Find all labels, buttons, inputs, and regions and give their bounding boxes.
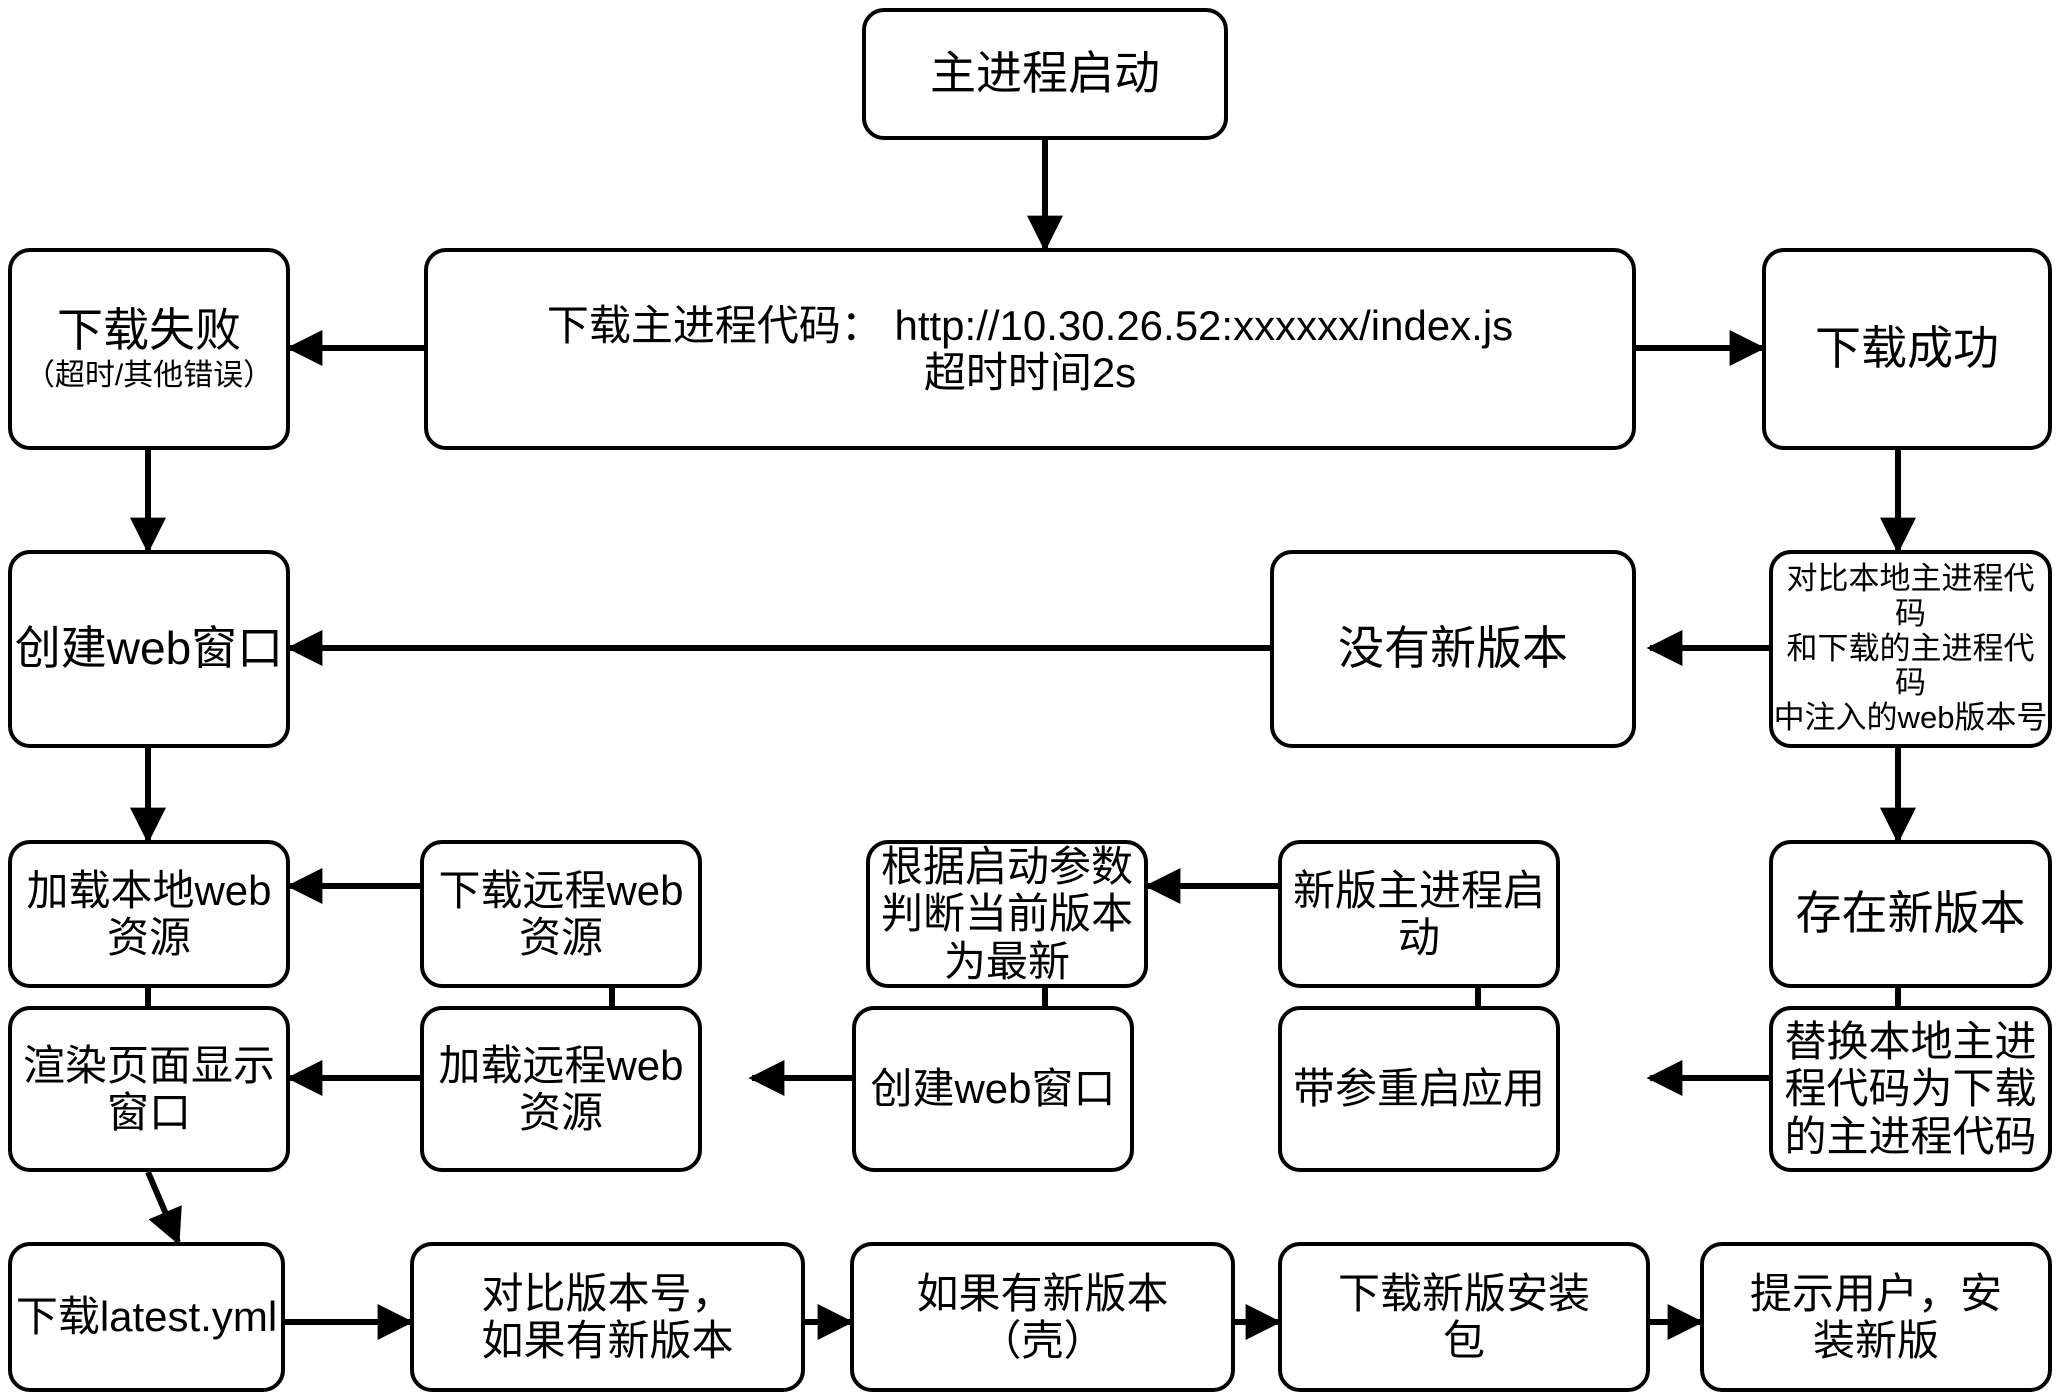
node-label: 下载远程web 资源	[438, 866, 684, 961]
node-label: 替换本地主进 程代码为下载 的主进程代码	[1784, 1018, 2037, 1160]
node-label: 根据启动参数 判断当前版本 为最新	[880, 843, 1133, 985]
node-label: 如果有新版本 （壳）	[916, 1269, 1169, 1364]
node-label: 创建web窗口	[870, 1065, 1116, 1113]
node-load-remote-web-res[interactable]: 加载远程web 资源	[420, 1006, 702, 1172]
node-label: 新版主进程启 动	[1292, 866, 1545, 961]
node-new-main-process-start[interactable]: 新版主进程启 动	[1278, 840, 1560, 988]
node-label: 主进程启动	[930, 47, 1160, 100]
node-prompt-user-install[interactable]: 提示用户，安 装新版	[1700, 1242, 2052, 1392]
edge-render-to-yml	[145, 1170, 182, 1246]
node-sublabel: （超时/其他错误）	[24, 358, 274, 392]
node-label: 对比本地主进程代码 和下载的主进程代码 中注入的web版本号	[1773, 561, 2048, 736]
node-render-page-window[interactable]: 渲染页面显示 窗口	[8, 1006, 290, 1172]
node-compare-web-version[interactable]: 对比本地主进程代码 和下载的主进程代码 中注入的web版本号	[1769, 550, 2052, 748]
node-create-web-window-2[interactable]: 创建web窗口	[852, 1006, 1134, 1172]
node-download-main-code[interactable]: 下载主进程代码： http://10.30.26.52:xxxxxx/index…	[424, 248, 1636, 450]
node-label: 加载本地web 资源	[26, 866, 272, 961]
node-label: 渲染页面显示 窗口	[22, 1041, 275, 1136]
node-has-new-version[interactable]: 存在新版本	[1769, 840, 2052, 988]
node-replace-local-main-code[interactable]: 替换本地主进 程代码为下载 的主进程代码	[1769, 1006, 2052, 1172]
node-restart-with-args[interactable]: 带参重启应用	[1278, 1006, 1560, 1172]
node-download-remote-web-res[interactable]: 下载远程web 资源	[420, 840, 702, 988]
node-label: 下载成功	[1815, 322, 1999, 375]
node-label: 下载新版安装 包	[1337, 1269, 1590, 1364]
node-download-success[interactable]: 下载成功	[1762, 248, 2052, 450]
node-label: 创建web窗口	[14, 622, 284, 675]
node-download-failed[interactable]: 下载失败 （超时/其他错误）	[8, 248, 290, 450]
node-label: 提示用户，安 装新版	[1749, 1269, 2002, 1364]
node-label: 存在新版本	[1795, 887, 2026, 940]
node-label: 带参重启应用	[1292, 1065, 1545, 1113]
node-load-local-web-res[interactable]: 加载本地web 资源	[8, 840, 290, 988]
node-label: 下载失败	[57, 304, 241, 357]
node-label: 没有新版本	[1338, 622, 1568, 675]
node-judge-current-latest[interactable]: 根据启动参数 判断当前版本 为最新	[866, 840, 1148, 988]
node-download-new-installer[interactable]: 下载新版安装 包	[1278, 1242, 1650, 1392]
node-label: 下载latest.yml	[15, 1293, 278, 1341]
node-main-process-start[interactable]: 主进程启动	[862, 8, 1228, 140]
node-compare-version-number[interactable]: 对比版本号， 如果有新版本	[410, 1242, 805, 1392]
node-label: 对比版本号， 如果有新版本	[481, 1269, 734, 1364]
node-download-latest-yml[interactable]: 下载latest.yml	[8, 1242, 285, 1392]
node-label: 下载主进程代码： http://10.30.26.52:xxxxxx/index…	[546, 301, 1514, 396]
node-create-web-window-1[interactable]: 创建web窗口	[8, 550, 290, 748]
node-if-new-shell-version[interactable]: 如果有新版本 （壳）	[850, 1242, 1235, 1392]
node-label: 加载远程web 资源	[438, 1041, 684, 1136]
node-no-new-version[interactable]: 没有新版本	[1270, 550, 1636, 748]
